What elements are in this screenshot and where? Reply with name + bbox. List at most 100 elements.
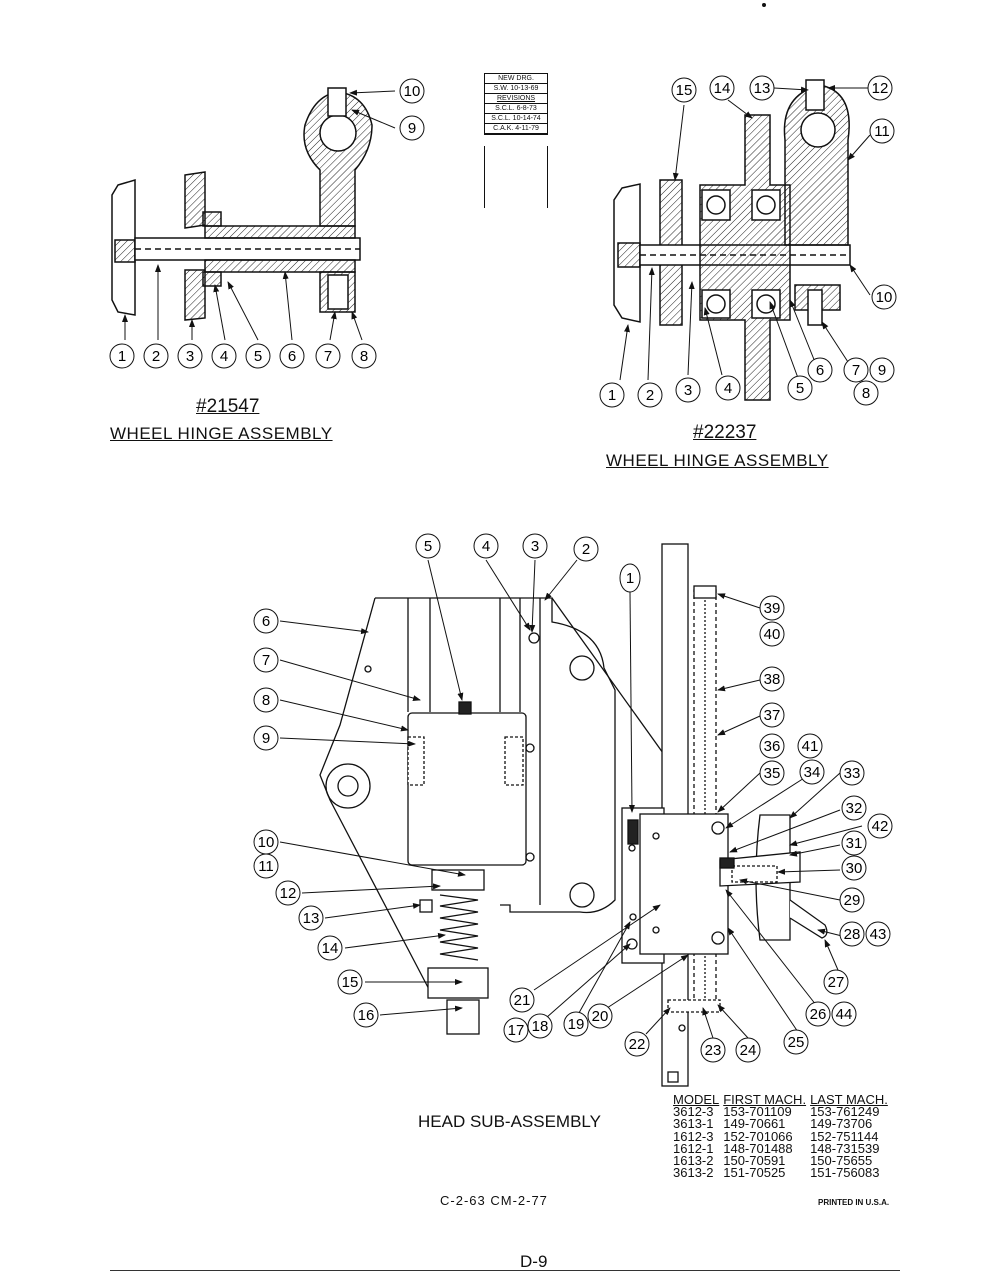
first-mach-cell: 152-701066 (723, 1128, 793, 1144)
svg-text:12: 12 (280, 885, 297, 902)
callout-head-15: 15 (337, 969, 363, 995)
svg-text:2: 2 (152, 348, 160, 365)
callout-head-16: 16 (353, 1002, 379, 1028)
svg-text:15: 15 (342, 974, 359, 991)
svg-text:40: 40 (764, 626, 781, 643)
svg-text:6: 6 (816, 362, 824, 379)
model-table-header: MODEL FIRST MACH. LAST MACH. (673, 1093, 892, 1106)
page-number: D-9 (520, 1252, 548, 1271)
assembly-21547-number: #21547 (196, 396, 260, 417)
svg-text:34: 34 (804, 764, 821, 781)
callout-head-2: 2 (573, 536, 599, 562)
model-cell: 3613-1 (673, 1116, 714, 1132)
revision-block-tail (484, 146, 548, 208)
model-cell: 3612-3 (673, 1104, 714, 1120)
model-cell: 1613-2 (673, 1153, 714, 1169)
first-mach-cell: 151-70525 (723, 1165, 786, 1181)
callout-head-38: 38 (759, 666, 785, 692)
svg-text:23: 23 (705, 1042, 722, 1059)
svg-text:7: 7 (262, 652, 270, 669)
svg-text:1: 1 (608, 387, 616, 404)
callout-head-3: 3 (522, 533, 548, 559)
assembly-22237-callouts: 15 14 13 12 11 10 1 2 3 4 5 6 7 9 8 (599, 75, 897, 408)
head-sub-assembly-drawing (319, 543, 828, 1087)
callout-22237-8: 8 (853, 380, 879, 406)
callout-22237-3: 3 (675, 377, 701, 403)
printed-in-usa: PRINTED IN U.S.A. (818, 1198, 890, 1207)
last-mach-cell: 149-73706 (810, 1116, 873, 1132)
callout-head-14: 14 (317, 935, 343, 961)
svg-text:5: 5 (796, 380, 804, 397)
callout-head-8: 8 (253, 687, 279, 713)
svg-text:37: 37 (764, 707, 781, 724)
callout-22237-11: 11 (869, 118, 895, 144)
svg-text:8: 8 (262, 692, 270, 709)
assembly-22237-drawing (613, 79, 851, 401)
callout-22237-13: 13 (749, 75, 775, 101)
table-row: 1612-1 148-701488 148-731539 (673, 1140, 892, 1156)
svg-text:25: 25 (788, 1034, 805, 1051)
assembly-22237-number: #22237 (693, 422, 757, 443)
table-row: 3613-2 151-70525 151-756083 (673, 1165, 892, 1181)
callout-22237-7: 7 (843, 357, 869, 383)
model-cell: 1612-3 (673, 1128, 714, 1144)
callout-head-34: 34 (799, 759, 825, 785)
svg-text:39: 39 (764, 600, 781, 617)
model-table: MODEL FIRST MACH. LAST MACH. 3612-3 153-… (673, 1093, 892, 1181)
svg-text:44: 44 (836, 1006, 853, 1023)
assembly-21547-drawing (111, 87, 373, 321)
svg-text:42: 42 (872, 818, 889, 835)
svg-text:27: 27 (828, 974, 845, 991)
revision-heading: REVISIONS (485, 94, 547, 104)
table-row: 3613-1 149-70661 149-73706 (673, 1116, 892, 1132)
svg-text:4: 4 (482, 538, 490, 555)
table-row: 1613-2 150-70591 150-75655 (673, 1153, 892, 1169)
callout-head-22: 22 (624, 1031, 650, 1057)
table-row: 1612-3 152-701066 152-751144 (673, 1128, 892, 1144)
callout-head-9: 9 (253, 725, 279, 751)
svg-text:41: 41 (802, 738, 819, 755)
callout-22237-1: 1 (599, 382, 625, 408)
callout-21547-5: 5 (245, 343, 271, 369)
callout-head-17: 17 (503, 1017, 529, 1043)
callout-21547-10: 10 (399, 78, 425, 104)
assembly-21547-leaders (122, 89, 396, 341)
callout-head-43: 43 (865, 921, 891, 947)
svg-text:8: 8 (360, 348, 368, 365)
svg-text:36: 36 (764, 738, 781, 755)
svg-text:19: 19 (568, 1016, 585, 1033)
svg-text:9: 9 (262, 730, 270, 747)
svg-text:31: 31 (846, 835, 863, 852)
svg-text:7: 7 (324, 348, 332, 365)
callout-head-44: 44 (831, 1001, 857, 1027)
svg-text:38: 38 (764, 671, 781, 688)
callout-22237-14: 14 (709, 75, 735, 101)
callout-head-4: 4 (473, 533, 499, 559)
callout-head-31: 31 (841, 830, 867, 856)
callout-head-18: 18 (527, 1013, 553, 1039)
callout-22237-2: 2 (637, 382, 663, 408)
callout-head-32: 32 (841, 795, 867, 821)
callout-head-10: 10 (253, 829, 279, 855)
svg-text:2: 2 (646, 387, 654, 404)
svg-text:30: 30 (846, 860, 863, 877)
callout-22237-12: 12 (867, 75, 893, 101)
first-mach-cell: 153-701109 (723, 1104, 792, 1120)
callout-22237-5: 5 (787, 375, 813, 401)
svg-text:11: 11 (258, 858, 274, 875)
callout-head-25: 25 (783, 1029, 809, 1055)
svg-text:5: 5 (424, 538, 432, 555)
svg-text:24: 24 (740, 1042, 757, 1059)
callout-21547-1: 1 (109, 343, 135, 369)
svg-text:26: 26 (810, 1006, 827, 1023)
svg-text:13: 13 (303, 910, 320, 927)
svg-text:33: 33 (844, 765, 861, 782)
svg-text:17: 17 (508, 1022, 525, 1039)
svg-text:3: 3 (531, 538, 539, 555)
first-mach-cell: 149-70661 (723, 1116, 786, 1132)
revision-line: S.W. 10-13-69 (485, 84, 547, 94)
svg-text:14: 14 (714, 80, 731, 97)
last-mach-cell: 148-731539 (810, 1140, 880, 1156)
callout-head-39: 39 (759, 595, 785, 621)
